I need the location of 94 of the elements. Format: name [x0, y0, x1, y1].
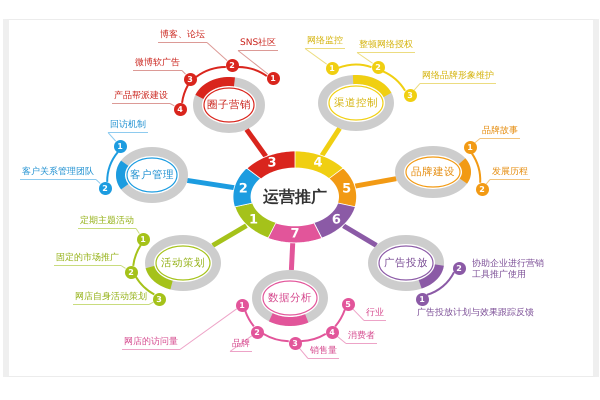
- curved-line: [426, 272, 455, 296]
- leader-line: [356, 52, 374, 64]
- number-dot: 5: [342, 298, 354, 310]
- ring-segment: 4: [295, 151, 344, 179]
- leader-line: [352, 308, 364, 321]
- leader-line: [120, 265, 126, 269]
- number-dot: 2: [476, 182, 488, 196]
- leader-line: [180, 308, 238, 350]
- leader-line: [474, 138, 480, 144]
- curved-line: [238, 66, 268, 77]
- item-label: 广告投放计划与效果跟踪反馈: [417, 308, 534, 319]
- curved-line: [134, 276, 155, 296]
- number-dot: 3: [288, 336, 302, 350]
- item-label: 博客、论坛: [158, 30, 207, 43]
- leader-line: [304, 48, 328, 65]
- topic-circle: 活动策划: [145, 235, 221, 291]
- number-dot: 1: [416, 292, 428, 306]
- leader-line: [108, 132, 116, 142]
- curved-line: [132, 244, 142, 266]
- number-dot: 2: [250, 326, 264, 338]
- item-label: 定期主题活动: [78, 216, 136, 229]
- item-label: 协助企业进行营销工具推广使用: [472, 259, 545, 281]
- connector-line: [288, 242, 296, 270]
- number-dot: 2: [226, 58, 238, 72]
- ring-segment: 3: [246, 151, 295, 179]
- number-dot: 1: [114, 140, 126, 152]
- number-dot: 4: [174, 102, 186, 116]
- curved-line: [106, 152, 119, 182]
- topic-circle: 圈子营销: [193, 77, 265, 133]
- topic-circle: 数据分析: [252, 270, 328, 326]
- leader-line: [238, 50, 268, 74]
- item-label: 固定的市场推广: [54, 253, 121, 266]
- ring-segment: 2: [233, 168, 261, 208]
- leader-line: [96, 179, 101, 184]
- number-dot: 3: [184, 72, 196, 86]
- item-label: SNS社区: [238, 38, 278, 51]
- topic-circle: 广告投放: [368, 235, 444, 291]
- leader-line: [298, 347, 308, 359]
- number-dot: 1: [236, 298, 248, 312]
- item-label: 网店的访问量: [122, 337, 180, 350]
- curved-line: [301, 332, 326, 342]
- leader-line: [486, 179, 490, 185]
- number-dot: 1: [266, 72, 280, 84]
- item-label: 网店自身活动策划: [73, 292, 149, 305]
- number-dot: 1: [136, 232, 150, 246]
- number-dot: 2: [372, 60, 384, 74]
- curved-line: [262, 332, 289, 342]
- leader-line: [148, 302, 154, 305]
- connector-line: [354, 176, 397, 189]
- ring-segment: 1: [234, 203, 276, 238]
- item-label: 消费者: [346, 331, 377, 344]
- number-dot: 3: [152, 292, 166, 306]
- item-label: 网络品牌形象维护: [420, 71, 496, 84]
- connector-line: [342, 224, 378, 248]
- leader-line: [414, 83, 420, 91]
- connector-line: [320, 126, 342, 157]
- curved-line: [196, 66, 226, 78]
- item-label: 客户关系管理团队: [20, 167, 96, 180]
- leader-line: [170, 103, 175, 106]
- connector-line: [211, 223, 248, 248]
- curved-line: [334, 309, 346, 327]
- number-dot: 1: [464, 140, 476, 154]
- leader-line: [230, 335, 252, 352]
- leader-line: [206, 42, 228, 62]
- number-dot: 4: [326, 326, 338, 338]
- leader-line: [336, 336, 346, 344]
- ring-segment: 7: [268, 223, 322, 243]
- leader-line: [136, 228, 140, 234]
- leader-line: [182, 70, 186, 75]
- topic-circle: 渠道控制: [318, 75, 394, 131]
- curved-line: [470, 152, 482, 183]
- connector-line: [186, 178, 235, 190]
- number-dot: 2: [98, 182, 112, 194]
- curved-line: [181, 84, 189, 104]
- curved-line: [338, 64, 372, 69]
- item-label: 销售量: [308, 346, 339, 359]
- curved-line: [382, 70, 406, 92]
- ring-segment: 5: [329, 168, 357, 208]
- item-label: 整顿网络授权: [357, 40, 415, 53]
- item-label: 发展历程: [490, 167, 530, 180]
- number-dot: 3: [404, 88, 416, 102]
- number-dot: 2: [452, 262, 466, 274]
- curved-line: [244, 310, 255, 327]
- item-label: 网络监控: [305, 36, 345, 49]
- item-label: 品牌故事: [480, 126, 520, 139]
- connector-line: [244, 128, 268, 158]
- number-dot: 2: [124, 266, 138, 278]
- item-label: 行业: [364, 308, 386, 321]
- number-dot: 1: [326, 62, 338, 74]
- item-label: 品牌: [230, 339, 252, 352]
- item-label: 微博软广告: [133, 58, 182, 71]
- item-label: 产品帮派建设: [112, 91, 170, 104]
- ring-segment: 6: [314, 203, 356, 238]
- item-label: 回访机制: [108, 120, 148, 133]
